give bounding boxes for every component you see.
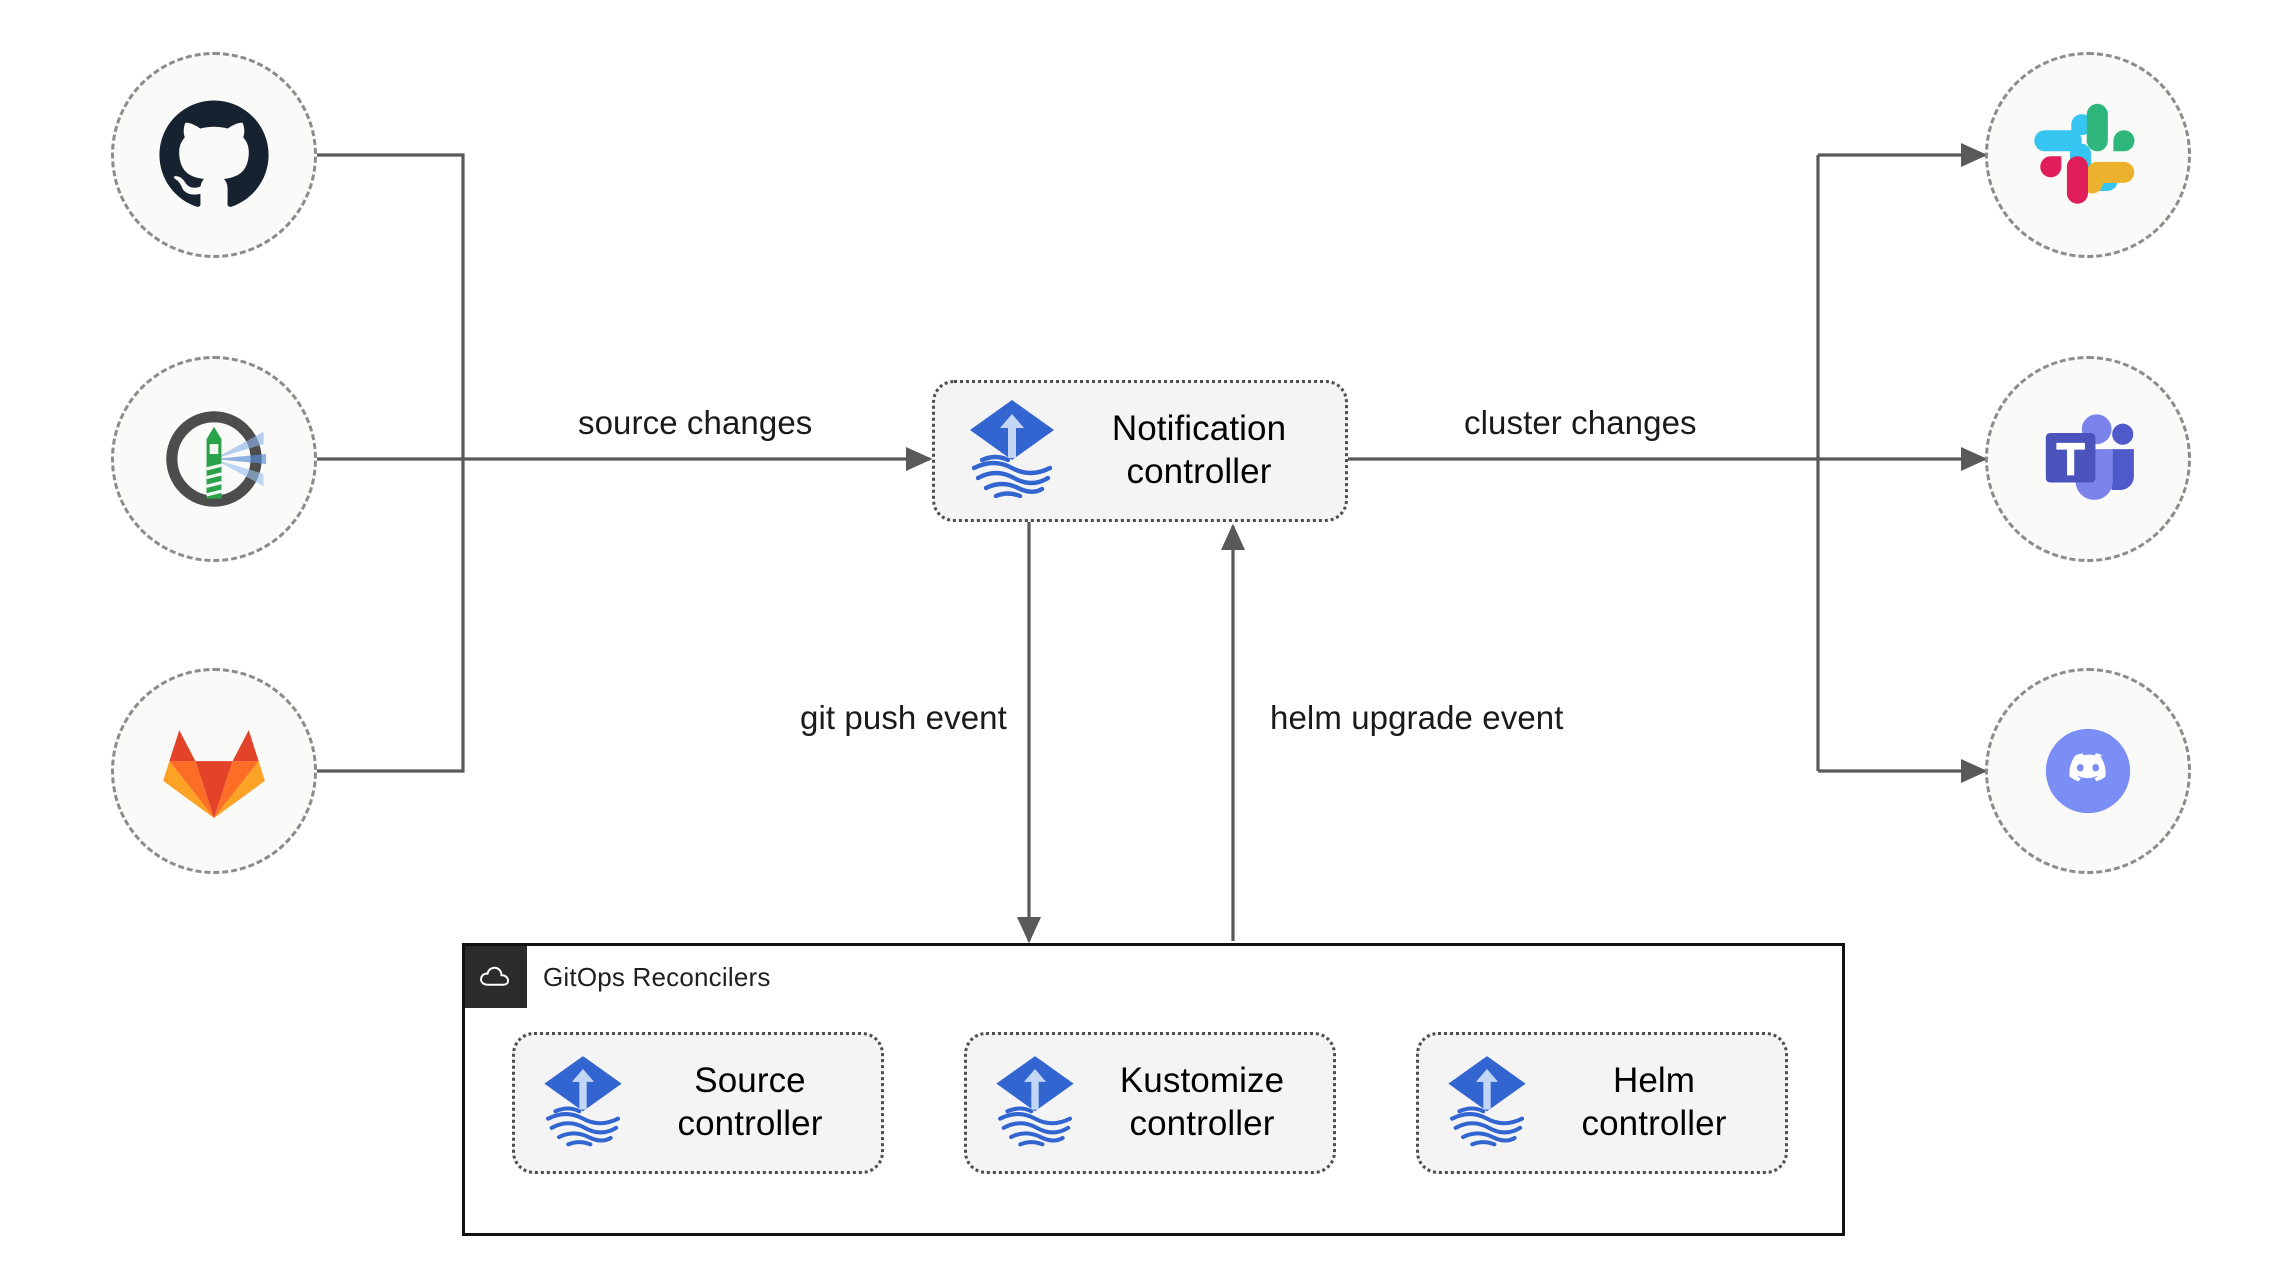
source-node-flux[interactable] <box>111 356 317 562</box>
destination-node-slack[interactable] <box>1985 52 2191 258</box>
flux-logo-icon <box>957 391 1067 511</box>
gitlab-icon <box>152 709 276 833</box>
destination-node-discord[interactable] <box>1985 668 2191 874</box>
cloud-icon <box>465 946 527 1008</box>
flux-lighthouse-icon <box>152 397 276 521</box>
kustomize-controller-label: Kustomize controller <box>1119 1061 1285 1143</box>
flux-logo-icon <box>533 1047 633 1159</box>
source-controller-label: Source controller <box>677 1061 823 1143</box>
discord-icon <box>2026 709 2150 833</box>
kustomize-controller-box[interactable]: Kustomize controller <box>964 1032 1336 1174</box>
flux-logo-icon <box>985 1047 1085 1159</box>
notification-controller-box[interactable]: Notification controller <box>932 380 1348 522</box>
helm-controller-box[interactable]: Helm controller <box>1416 1032 1788 1174</box>
destination-node-teams[interactable] <box>1985 356 2191 562</box>
edge-label-helm-upgrade-event: helm upgrade event <box>1270 699 1564 736</box>
source-controller-box[interactable]: Source controller <box>512 1032 884 1174</box>
slack-icon <box>2026 93 2150 217</box>
helm-controller-label: Helm controller <box>1581 1061 1727 1143</box>
github-icon <box>152 93 276 217</box>
gitops-container-title: GitOps Reconcilers <box>543 962 771 992</box>
edge-label-source-changes: source changes <box>578 404 813 441</box>
notification-controller-label: Notification controller <box>1111 409 1287 491</box>
edge-label-git-push-event: git push event <box>800 699 1007 736</box>
edge-label-cluster-changes: cluster changes <box>1464 404 1697 441</box>
flux-logo-icon <box>1437 1047 1537 1159</box>
microsoft-teams-icon <box>2026 397 2150 521</box>
source-node-github[interactable] <box>111 52 317 258</box>
source-node-gitlab[interactable] <box>111 668 317 874</box>
